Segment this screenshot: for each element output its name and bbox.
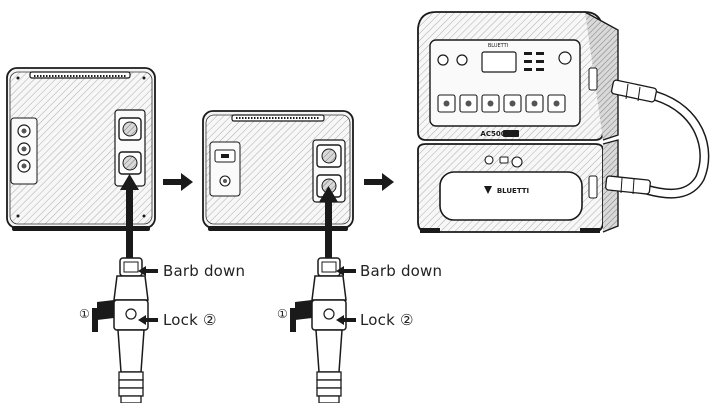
- cable-plug-2: [290, 258, 356, 403]
- brand-mark-battery: BLUETTI: [497, 187, 529, 195]
- cable-strain-relief-2: [317, 372, 341, 403]
- barb-down-label-2: Barb down: [360, 262, 442, 280]
- cable-strain-relief-1: [119, 372, 143, 403]
- barb-down-label-1: Barb down: [163, 262, 245, 280]
- battery-unit: BLUETTI: [418, 140, 618, 233]
- stacked-power-station: BLUETTI AC500: [418, 12, 618, 233]
- expansion-cable: [605, 80, 704, 195]
- step-one-marker-1: ①: [79, 307, 90, 321]
- next-step-arrow-1: [163, 173, 193, 191]
- next-step-arrow-2: [364, 173, 394, 191]
- ac-panel: [210, 142, 240, 196]
- lock-label-1: Lock ②: [163, 311, 217, 329]
- brand-mark-top: BLUETTI: [488, 43, 508, 49]
- lock-label-2: Lock ②: [360, 311, 414, 329]
- cable-plug-1: [92, 258, 158, 403]
- ac500-unit: BLUETTI AC500: [418, 12, 618, 140]
- step-one-marker-2: ①: [277, 307, 288, 321]
- left-ports-panel: [11, 118, 37, 184]
- model-label: AC500: [480, 130, 505, 138]
- expansion-port-panel: [115, 110, 145, 186]
